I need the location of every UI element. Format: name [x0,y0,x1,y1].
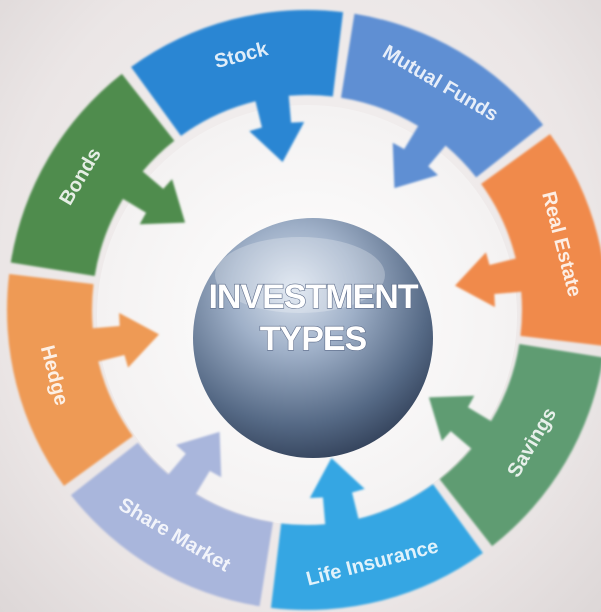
segment-hedge [6,273,159,486]
segment-mutual-funds [341,13,544,189]
sphere-highlight [215,237,385,313]
segment-life-insurance [270,458,483,610]
segment-bonds [10,73,186,276]
center-title-line1: INVESTMENT [208,278,418,316]
segment-stock [131,10,344,162]
center-title-line2: TYPES [260,320,367,358]
segment-ring [6,10,601,610]
center-sphere [193,218,433,458]
segment-savings [428,344,601,547]
segment-real-estate [455,134,601,346]
segment-share-market [70,431,273,607]
